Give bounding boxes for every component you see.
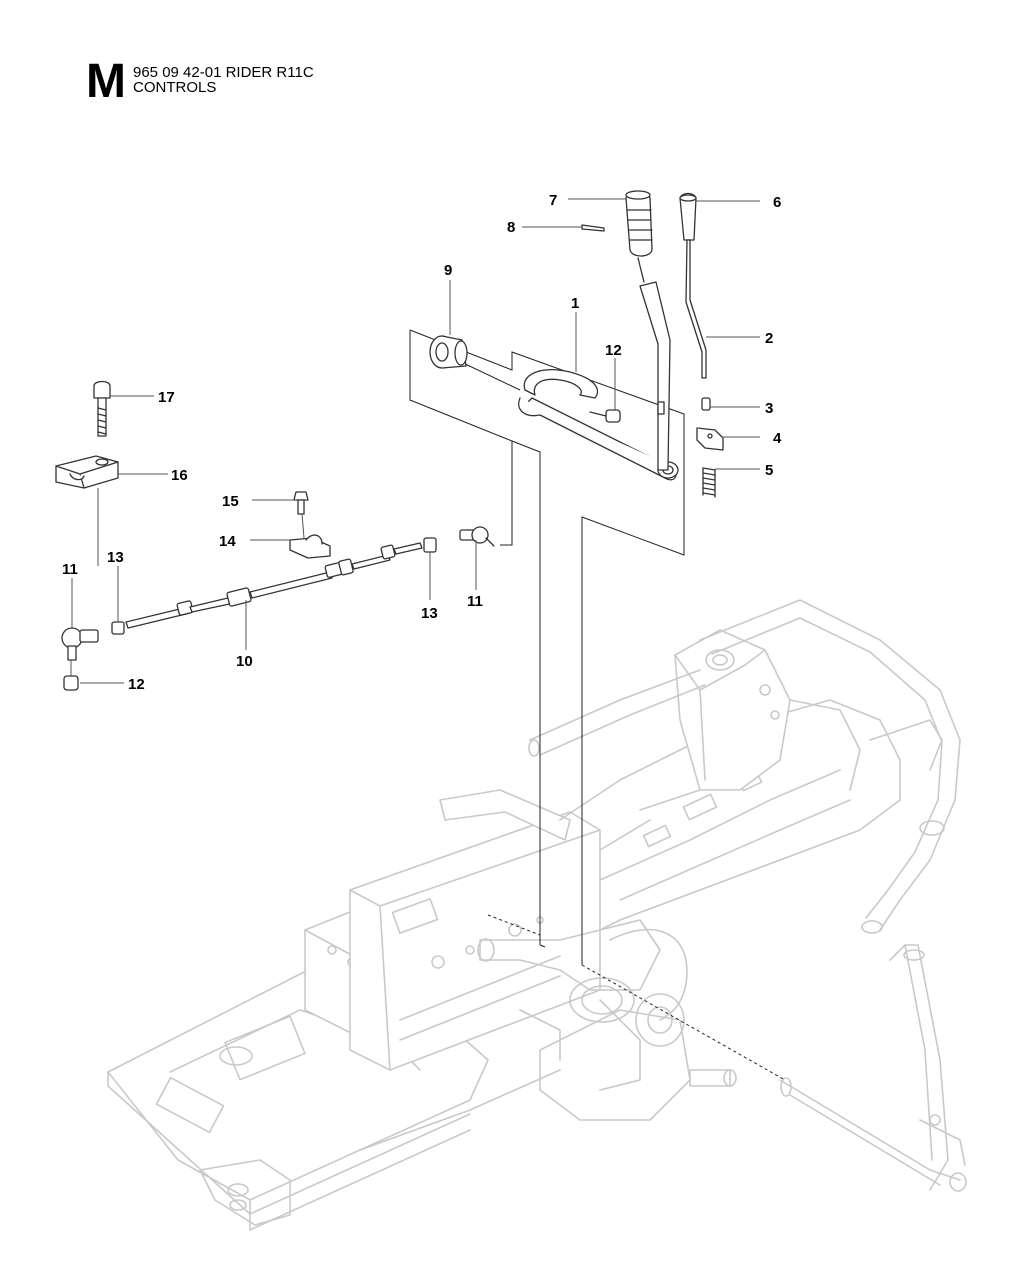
part-16-clamp: [55, 455, 119, 566]
part-2-rod: [685, 239, 707, 379]
model-line: 965 09 42-01 RIDER R11C: [133, 64, 314, 81]
callout-13-left: 13: [107, 549, 124, 566]
callout-1: 1: [571, 295, 579, 312]
callout-15: 15: [222, 493, 239, 510]
callout-9: 9: [444, 262, 452, 279]
part-15-bolt: [293, 491, 309, 515]
part-13-nut-right: [423, 537, 437, 553]
callout-2: 2: [765, 330, 773, 347]
callout-7: 7: [549, 192, 557, 209]
gear-lever-arm: [639, 281, 671, 471]
callout-8: 8: [507, 219, 515, 236]
callout-10: 10: [236, 653, 253, 670]
part-12-nut-lower: [63, 660, 79, 691]
part-4-plate: [696, 427, 724, 451]
assembly-frame-outline: [409, 329, 786, 1081]
part-14-clamp: [289, 513, 331, 559]
callout-14: 14: [219, 533, 236, 550]
callout-12-lower: 12: [128, 676, 145, 693]
callout-5: 5: [765, 462, 773, 479]
part-7-lever-knob: [625, 190, 653, 283]
part-13-nut-left: [111, 621, 125, 635]
callout-12-upper: 12: [605, 342, 622, 359]
section-title: CONTROLS: [133, 79, 217, 96]
callout-16: 16: [171, 467, 188, 484]
part-17-bolt: [93, 380, 111, 437]
part-8-pin: [581, 224, 605, 232]
callout-11-right: 11: [467, 593, 483, 610]
part-10-cable: [125, 542, 423, 629]
part-3-sleeve: [701, 397, 711, 411]
part-1-shift-shaft: [518, 369, 679, 481]
callout-labels: 7 8 6 9 1 12 2 3 4 5 17 16 15 14 13 11 1…: [62, 192, 782, 693]
callout-13-right: 13: [421, 605, 438, 622]
part-11-ball-joint-right: [459, 526, 495, 547]
callout-6: 6: [773, 194, 781, 211]
part-12-nut-upper: [589, 409, 621, 423]
section-letter: M: [86, 55, 126, 108]
callout-17: 17: [158, 389, 175, 406]
chassis-frame-ghost: [107, 599, 967, 1231]
callout-11-left: 11: [62, 561, 78, 578]
callout-leaders: [71, 198, 760, 684]
part-11-ball-joint-left: [61, 627, 99, 661]
part-9-bushing: [429, 335, 468, 369]
part-6-knob: [679, 192, 697, 241]
callout-4: 4: [773, 430, 782, 447]
part-5-spring: [702, 467, 716, 498]
callout-3: 3: [765, 400, 773, 417]
